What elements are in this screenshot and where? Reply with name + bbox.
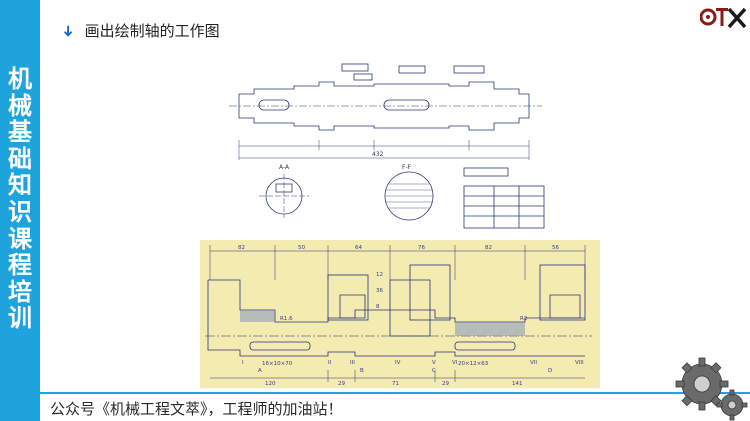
section-mark: IV bbox=[395, 360, 401, 366]
datum-label: D bbox=[548, 368, 552, 374]
heading-text: 画出绘制轴的工作图 bbox=[84, 22, 220, 40]
sidebar-char: 械 bbox=[8, 91, 32, 120]
dimension-label: 64 bbox=[355, 245, 362, 251]
sidebar-char: 程 bbox=[8, 251, 32, 280]
dimension-label: 12 bbox=[376, 272, 383, 278]
datum-label: B bbox=[360, 368, 364, 374]
left-sidebar bbox=[0, 0, 40, 421]
sidebar-char: 训 bbox=[8, 304, 32, 333]
dimension-label: 36 bbox=[376, 288, 383, 294]
footer-divider bbox=[40, 392, 750, 394]
section-mark: V bbox=[432, 360, 436, 366]
gear-icon bbox=[675, 357, 748, 421]
dimension-label: 29 bbox=[338, 381, 345, 387]
sidebar-char: 识 bbox=[8, 197, 32, 226]
section-label: A-A bbox=[279, 164, 290, 171]
dimension-label: 50 bbox=[298, 245, 305, 251]
dimension-label: 82 bbox=[485, 245, 492, 251]
logo-icon bbox=[700, 7, 746, 29]
slide-heading: ➜ 画出绘制轴的工作图 bbox=[59, 20, 220, 41]
dimension-label: 56 bbox=[552, 245, 559, 251]
section-mark: II bbox=[328, 360, 332, 366]
sidebar-char: 基 bbox=[8, 118, 32, 147]
sidebar-char: 础 bbox=[8, 144, 32, 173]
section-mark: III bbox=[350, 360, 355, 366]
section-mark: VII bbox=[530, 360, 537, 366]
sidebar-char: 课 bbox=[8, 224, 32, 253]
section-mark: VI bbox=[452, 360, 458, 366]
footer-text: 公众号《机械工程文萃》，工程师的加油站！ bbox=[50, 400, 343, 418]
overall-length-label: 432 bbox=[372, 151, 384, 158]
sidebar-char: 知 bbox=[8, 171, 32, 200]
dimension-label: 82 bbox=[238, 245, 245, 251]
section-mark: VIII bbox=[575, 360, 584, 366]
radius-label: R1.6 bbox=[280, 316, 293, 322]
dimension-label: 8 bbox=[376, 304, 380, 310]
section-mark: I bbox=[242, 360, 244, 366]
datum-label: C bbox=[432, 368, 436, 374]
shaft-assembly-drawing: 82 50 64 76 82 56 16×10×70 20×12×63 120 … bbox=[200, 240, 600, 388]
dimension-label: 76 bbox=[418, 245, 425, 251]
dimension-label: 120 bbox=[265, 381, 276, 387]
radius-label: R2 bbox=[520, 316, 527, 322]
shaft-working-drawing: 432 A-A F-F bbox=[224, 56, 554, 236]
keyway-label: 20×12×63 bbox=[458, 361, 489, 367]
dimension-label: 29 bbox=[442, 381, 449, 387]
section-label: F-F bbox=[402, 164, 412, 171]
arrow-down-icon: ➜ bbox=[59, 24, 78, 37]
dimension-label: 71 bbox=[392, 381, 399, 387]
sidebar-char: 机 bbox=[8, 65, 32, 93]
keyway-label: 16×10×70 bbox=[262, 361, 293, 367]
sidebar-title: 机 械 基 础 知 识 课 程 培 训 bbox=[0, 66, 40, 332]
datum-label: A bbox=[258, 368, 262, 374]
dimension-label: 141 bbox=[512, 381, 523, 387]
sidebar-char: 培 bbox=[8, 277, 32, 306]
